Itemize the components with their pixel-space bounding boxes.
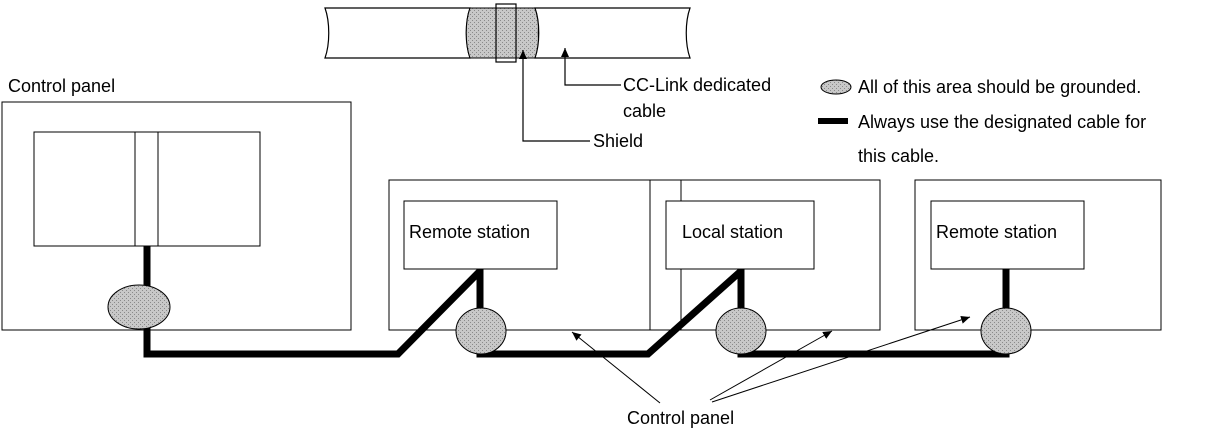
- cable-remote1-drop: [476, 268, 744, 358]
- legend: [818, 79, 852, 124]
- ground-area-remote-1: [455, 307, 507, 355]
- shield-label: Shield: [593, 131, 643, 151]
- control-panel-left: [1, 101, 352, 331]
- control-panel-3-box: [914, 179, 1162, 331]
- cable-shield-braid: [465, 7, 543, 59]
- callout-arrow-2: [709, 330, 833, 401]
- cable-name-label: CC-Link dedicated: [623, 75, 771, 95]
- shield-clamp: [495, 3, 517, 63]
- ground-areas: [107, 284, 1032, 355]
- remote-station-1-box: [403, 200, 558, 270]
- control-panel-left-box: [1, 101, 352, 331]
- legend-ground-label: All of this area should be grounded.: [858, 77, 1141, 97]
- ground-area-remote-2: [980, 307, 1032, 355]
- station-panel-local: [649, 179, 881, 331]
- station-panel-remote-1: [388, 179, 682, 331]
- remote-station-2-box: [930, 200, 1085, 270]
- cable-name-label-line2: cable: [623, 101, 666, 121]
- station-panel-remote-2: [914, 179, 1162, 331]
- ground-area-master: [107, 284, 171, 330]
- legend-ground-swatch: [820, 79, 852, 95]
- remote-station-1-label: Remote station: [409, 222, 530, 242]
- legend-cable-label: Always use the designated cable for: [858, 112, 1146, 132]
- cable-illustration: [324, 3, 691, 142]
- cable-name-leader: [561, 48, 621, 86]
- ground-area-local: [715, 307, 767, 355]
- legend-cable-swatch: [818, 118, 848, 124]
- control-panel-bottom-label: Control panel: [627, 408, 734, 428]
- cable-local-drop: [737, 269, 1010, 358]
- control-panel-callouts: [571, 316, 971, 404]
- callout-arrow-3: [711, 316, 971, 403]
- callout-arrow-1: [571, 331, 661, 404]
- shield-leader: [519, 50, 590, 142]
- cable-jacket-left: [324, 7, 471, 59]
- local-station-box: [665, 200, 815, 270]
- cable-jacket-right: [534, 7, 691, 59]
- local-station-label: Local station: [682, 222, 783, 242]
- designated-cable: [143, 246, 1010, 358]
- control-panel-left-label: Control panel: [8, 76, 115, 96]
- legend-cable-label-line2: this cable.: [858, 146, 939, 166]
- master-module-slot: [134, 131, 159, 247]
- remote-station-2-label: Remote station: [936, 222, 1057, 242]
